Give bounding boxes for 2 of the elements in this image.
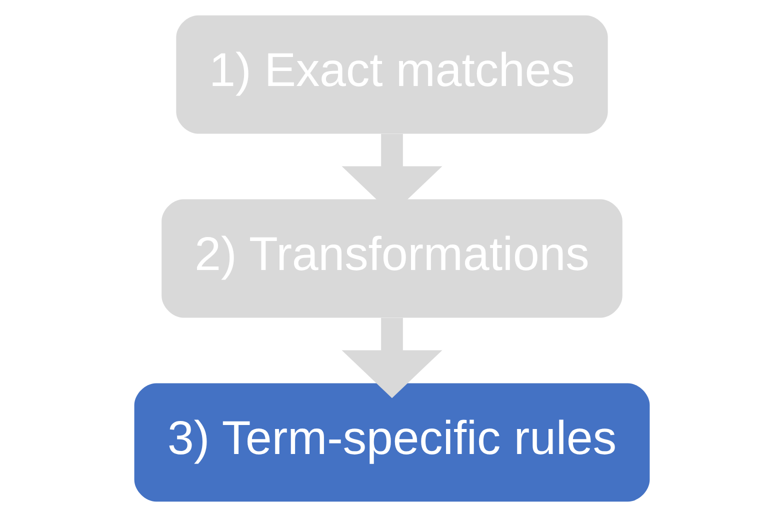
node-box: 3) Term-specific rules [134, 383, 650, 502]
arrow [342, 318, 442, 398]
